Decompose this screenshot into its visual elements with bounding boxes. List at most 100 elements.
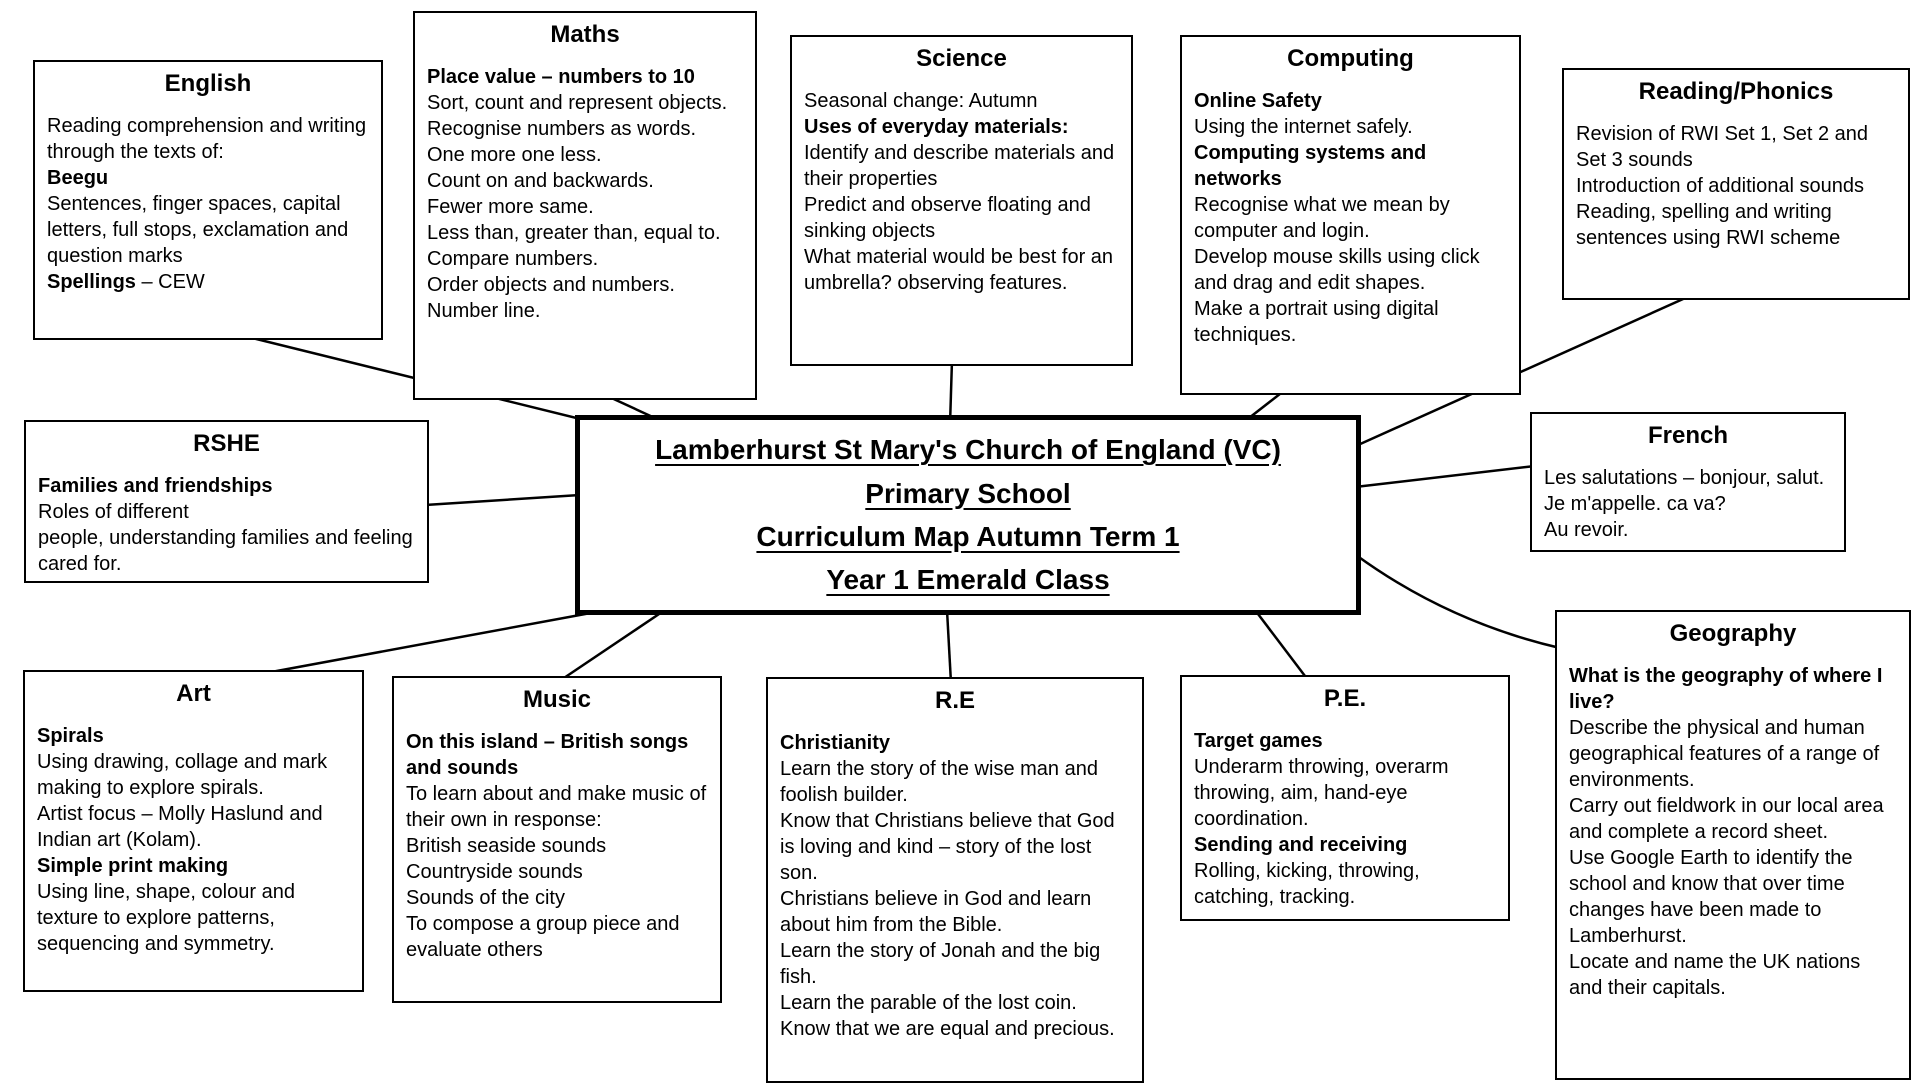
- paragraph: On this island – British songs and sound…: [406, 729, 708, 781]
- map-term-line: Curriculum Map Autumn Term 1: [756, 521, 1180, 552]
- text-run: Count on and backwards.: [427, 169, 654, 192]
- paragraph: Know that we are equal and precious.: [780, 1016, 1130, 1042]
- text-run: Sort, count and represent objects.: [427, 91, 728, 114]
- subject-box-geography: Geography What is the geography of where…: [1555, 610, 1911, 1080]
- bold-text-run: Target games: [1194, 729, 1323, 752]
- subject-title-pe: P.E.: [1323, 685, 1367, 712]
- bold-text-run: Online Safety: [1194, 89, 1322, 112]
- bold-text-run: On this island – British songs and sound…: [406, 730, 689, 779]
- paragraph: Au revoir.: [1544, 517, 1832, 543]
- subject-body-reading-phonics: Revision of RWI Set 1, Set 2 and Set 3 s…: [1576, 121, 1896, 251]
- paragraph: One more one less.: [427, 142, 743, 168]
- text-run: British seaside sounds: [406, 834, 607, 857]
- bold-text-run: Uses of everyday materials:: [804, 115, 1069, 138]
- text-run: Seasonal change: Autumn: [804, 89, 1038, 112]
- text-run: Recognise numbers as words.: [427, 117, 697, 140]
- paragraph: Christians believe in God and learn abou…: [780, 886, 1130, 938]
- text-run: Learn the parable of the lost coin.: [780, 991, 1077, 1014]
- paragraph: British seaside sounds: [406, 833, 708, 859]
- bold-text-run: Families and friendships: [38, 474, 273, 497]
- connector-rshe: [424, 493, 581, 507]
- text-run: Revision of RWI Set 1, Set 2 and Set 3 s…: [1576, 122, 1869, 171]
- subject-box-french: French Les salutations – bonjour, salut.…: [1530, 412, 1846, 552]
- paragraph: Less than, greater than, equal to.: [427, 220, 743, 246]
- connector-re: [945, 609, 953, 684]
- connector-pe: [1254, 609, 1309, 681]
- paragraph: What is the geography of where I live?: [1569, 663, 1897, 715]
- paragraph: Les salutations – bonjour, salut. Je m'a…: [1544, 465, 1832, 517]
- text-run: Les salutations – bonjour, salut. Je m'a…: [1544, 466, 1825, 515]
- text-run: Know that Christians believe that God is…: [780, 809, 1115, 884]
- paragraph: Use Google Earth to identify the school …: [1569, 845, 1897, 949]
- paragraph: Make a portrait using digital techniques…: [1194, 296, 1507, 348]
- text-run: To learn about and make music of their o…: [406, 782, 707, 831]
- paragraph: Computing systems and networks: [1194, 140, 1507, 192]
- subject-title-music: Music: [522, 686, 591, 713]
- paragraph: Order objects and numbers.: [427, 272, 743, 298]
- bold-text-run: Spirals: [37, 724, 104, 747]
- text-run: Artist focus – Molly Haslund and Indian …: [37, 802, 323, 851]
- text-run: Sounds of the city: [406, 886, 565, 909]
- paragraph: Uses of everyday materials:: [804, 114, 1119, 140]
- connector-music: [557, 608, 666, 684]
- paragraph: Number line.: [427, 298, 743, 324]
- subject-title-science: Science: [916, 45, 1007, 72]
- text-run: Christians believe in God and learn abou…: [780, 887, 1092, 936]
- paragraph: Recognise what we mean by computer and l…: [1194, 192, 1507, 244]
- text-run: What material would be best for an umbre…: [804, 245, 1114, 294]
- text-run: Underarm throwing, overarm throwing, aim…: [1194, 755, 1449, 830]
- subject-box-english: English Reading comprehension and writin…: [33, 60, 383, 340]
- text-run: Develop mouse skills using click and dra…: [1194, 245, 1480, 294]
- paragraph: Predict and observe floating and sinking…: [804, 192, 1119, 244]
- paragraph: To learn about and make music of their o…: [406, 781, 708, 833]
- paragraph: Carry out fieldwork in our local area an…: [1569, 793, 1897, 845]
- text-run: One more one less.: [427, 143, 602, 166]
- text-run: Locate and name the UK nations and their…: [1569, 950, 1861, 999]
- text-run: Reading, spelling and writing sentences …: [1576, 200, 1841, 249]
- paragraph: Target games: [1194, 728, 1496, 754]
- paragraph: Sort, count and represent objects.: [427, 90, 743, 116]
- paragraph: Know that Christians believe that God is…: [780, 808, 1130, 886]
- paragraph: Fewer more same.: [427, 194, 743, 220]
- school-name-line-2: Primary School: [865, 477, 1071, 509]
- text-run: Identify and describe materials and thei…: [804, 141, 1115, 190]
- text-run: Using line, shape, colour and texture to…: [37, 880, 295, 955]
- text-run: people, understanding families and feeli…: [38, 526, 413, 575]
- text-run: Recognise what we mean by computer and l…: [1194, 193, 1450, 242]
- paragraph: Using drawing, collage and mark making t…: [37, 749, 350, 801]
- paragraph: Spellings – CEW: [47, 269, 369, 295]
- connector-art: [254, 608, 608, 677]
- subject-body-maths: Place value – numbers to 10 Sort, count a…: [427, 64, 743, 324]
- paragraph: Place value – numbers to 10: [427, 64, 743, 90]
- bold-text-run: Place value – numbers to 10: [427, 65, 695, 88]
- text-run: – CEW: [135, 270, 205, 293]
- bold-text-run: Beegu: [47, 166, 109, 189]
- subject-title-french: French: [1647, 422, 1728, 449]
- subject-body-music: On this island – British songs and sound…: [406, 729, 708, 963]
- text-run: Learn the story of Jonah and the big fis…: [780, 939, 1101, 988]
- text-run: Reading comprehension and writing throug…: [47, 114, 367, 163]
- center-title-box: Lamberhurst St Mary's Church of England …: [575, 415, 1361, 615]
- text-run: Countryside sounds: [406, 860, 583, 883]
- bold-text-run: Sending and receiving: [1194, 833, 1408, 856]
- text-run: Using the internet safely.: [1194, 115, 1413, 138]
- bold-text-run: Computing systems and networks: [1194, 141, 1427, 190]
- bold-text-run: Spellings: [47, 270, 136, 293]
- bold-text-run: What is the geography of where I live?: [1569, 664, 1883, 713]
- paragraph: Using the internet safely.: [1194, 114, 1507, 140]
- connector-geography: [1355, 553, 1561, 650]
- paragraph: Christianity: [780, 730, 1130, 756]
- paragraph: Reading comprehension and writing throug…: [47, 113, 369, 165]
- paragraph: To compose a group piece and evaluate ot…: [406, 911, 708, 963]
- subject-title-reading-phonics: Reading/Phonics: [1638, 78, 1834, 105]
- class-line: Year 1 Emerald Class: [826, 564, 1110, 596]
- bold-text-run: Simple print making: [37, 854, 229, 877]
- text-run: Introduction of additional sounds: [1576, 174, 1864, 197]
